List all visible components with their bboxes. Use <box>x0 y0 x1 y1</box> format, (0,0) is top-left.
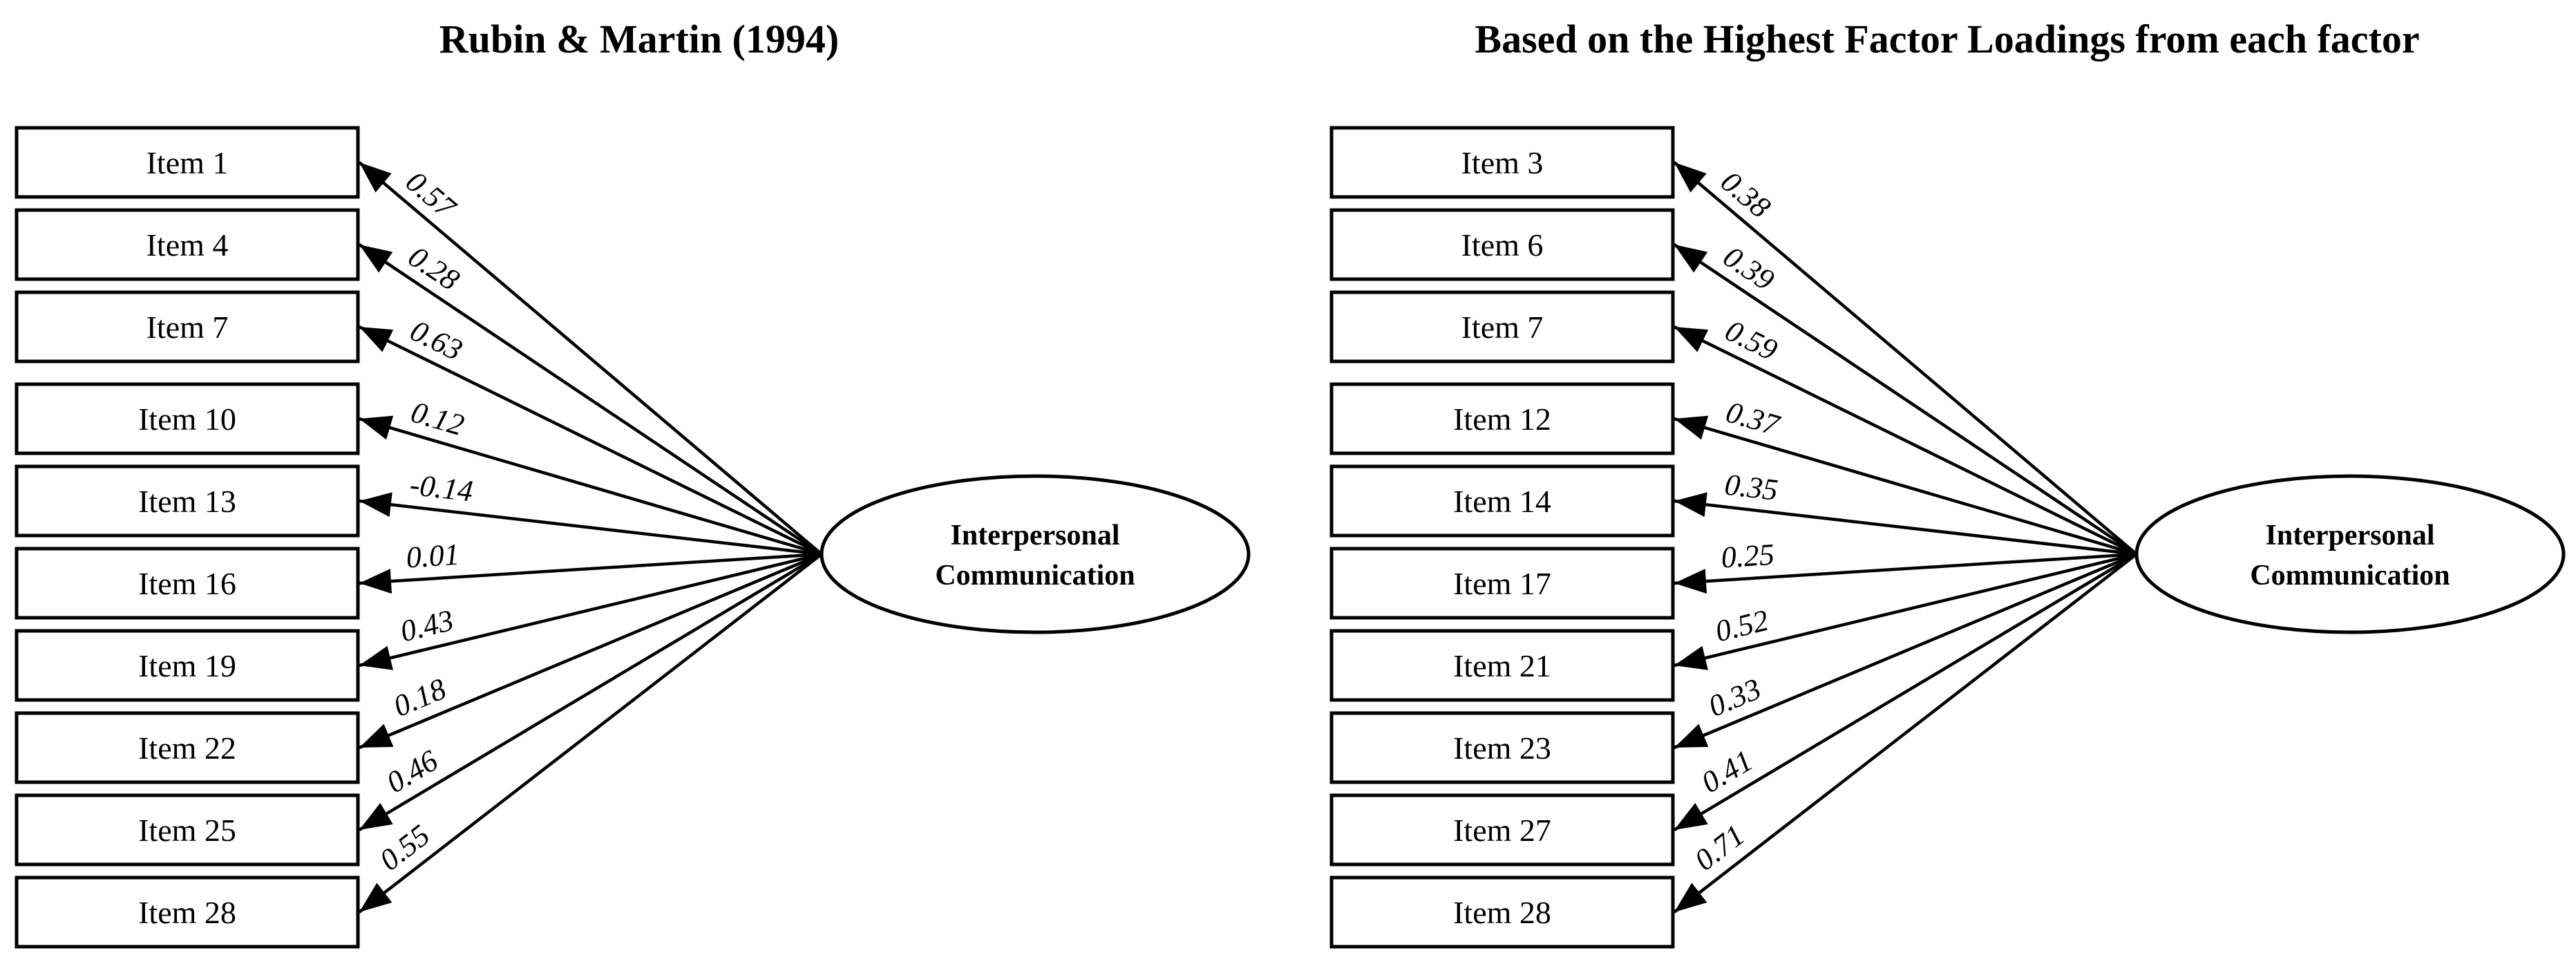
item-label-right-3: Item 12 <box>1453 401 1551 437</box>
item-label-left-8: Item 25 <box>138 813 236 848</box>
item-label-left-6: Item 19 <box>138 648 236 683</box>
latent-ellipse-left <box>820 474 1251 634</box>
item-box-left-3 <box>15 382 360 455</box>
item-label-right-8: Item 27 <box>1453 813 1551 848</box>
item-box-left-9 <box>15 875 360 949</box>
item-box-left-7 <box>15 711 360 784</box>
latent-label-line2-left: Communication <box>935 560 1135 591</box>
item-box-right-0 <box>1329 126 1675 199</box>
loading-value-right-0: 0.38 <box>1714 164 1777 225</box>
item-label-left-5: Item 16 <box>138 566 236 601</box>
diagram-right-title: Based on the Highest Factor Loadings fro… <box>1475 17 2420 61</box>
loading-arrow-left-0 <box>358 161 823 556</box>
item-box-right-2 <box>1329 290 1675 363</box>
item-box-left-4 <box>15 464 360 538</box>
loading-arrow-right-9 <box>1673 553 2138 914</box>
loading-arrow-left-6 <box>359 552 822 670</box>
loading-value-left-9: 0.55 <box>373 818 436 878</box>
loading-value-left-4: -0.14 <box>408 468 475 509</box>
item-box-right-5 <box>1329 547 1675 620</box>
ellipses-layer <box>820 474 2566 634</box>
loading-value-right-4: 0.35 <box>1723 468 1779 507</box>
loading-value-left-6: 0.43 <box>397 603 457 649</box>
item-box-right-7 <box>1329 711 1675 784</box>
loading-arrow-right-6 <box>1674 552 2137 670</box>
loading-value-right-1: 0.39 <box>1717 240 1780 297</box>
loading-value-left-7: 0.18 <box>388 672 451 723</box>
item-box-left-5 <box>15 547 360 620</box>
item-box-right-1 <box>1329 208 1675 281</box>
item-label-left-1: Item 4 <box>146 227 229 263</box>
loading-value-left-5: 0.01 <box>405 538 460 575</box>
latent-label-line2-right: Communication <box>2250 560 2450 591</box>
item-label-right-4: Item 14 <box>1453 484 1551 519</box>
item-box-left-6 <box>15 629 360 702</box>
item-label-right-6: Item 21 <box>1453 648 1551 683</box>
item-box-right-8 <box>1329 793 1675 867</box>
loading-arrow-right-2 <box>1674 325 2137 556</box>
loading-value-left-8: 0.46 <box>381 744 444 799</box>
item-box-left-2 <box>15 290 360 363</box>
item-label-left-7: Item 22 <box>138 730 236 766</box>
item-label-right-1: Item 6 <box>1461 227 1544 263</box>
loading-value-right-8: 0.41 <box>1696 744 1759 799</box>
item-box-left-0 <box>15 126 360 199</box>
item-box-left-8 <box>15 793 360 867</box>
loading-value-left-1: 0.28 <box>402 240 465 297</box>
item-label-right-7: Item 23 <box>1453 730 1551 766</box>
loading-arrow-right-0 <box>1673 161 2138 556</box>
item-label-right-0: Item 3 <box>1461 145 1544 180</box>
diagram-left-title: Rubin & Martin (1994) <box>439 17 840 61</box>
item-label-right-5: Item 17 <box>1453 566 1551 601</box>
item-box-right-4 <box>1329 464 1675 538</box>
item-label-right-2: Item 7 <box>1461 310 1544 345</box>
loading-value-right-5: 0.25 <box>1720 538 1775 575</box>
item-box-right-9 <box>1329 875 1675 949</box>
item-label-left-0: Item 1 <box>146 145 229 180</box>
loading-arrow-left-7 <box>359 552 822 750</box>
loading-arrow-right-7 <box>1674 552 2137 750</box>
loading-value-right-7: 0.33 <box>1703 672 1765 723</box>
loading-arrow-left-5 <box>359 552 822 594</box>
loading-arrow-right-4 <box>1674 492 2137 556</box>
loading-arrow-left-9 <box>358 553 823 914</box>
latent-label-line1-left: Interpersonal <box>951 520 1120 551</box>
loading-value-right-6: 0.52 <box>1712 603 1772 649</box>
loading-value-left-0: 0.57 <box>399 164 463 225</box>
item-box-right-3 <box>1329 382 1675 455</box>
loading-arrow-right-1 <box>1673 243 2138 556</box>
item-box-right-6 <box>1329 629 1675 702</box>
loading-value-right-9: 0.71 <box>1688 818 1751 878</box>
loading-arrow-left-8 <box>358 553 823 831</box>
loading-arrow-right-3 <box>1674 415 2137 556</box>
loading-arrow-right-5 <box>1674 552 2137 594</box>
latent-ellipse-right <box>2134 474 2566 634</box>
item-label-right-9: Item 28 <box>1453 895 1551 930</box>
item-label-left-2: Item 7 <box>146 310 229 345</box>
loading-value-left-2: 0.63 <box>405 313 468 367</box>
loading-arrow-right-8 <box>1673 553 2138 831</box>
loading-arrow-left-1 <box>358 243 823 556</box>
arrows-layer <box>358 161 2138 914</box>
item-box-left-1 <box>15 208 360 281</box>
item-label-left-4: Item 13 <box>138 484 236 519</box>
item-label-left-3: Item 10 <box>138 401 236 437</box>
loading-value-right-2: 0.59 <box>1720 313 1783 367</box>
loading-arrow-left-3 <box>359 415 822 556</box>
latent-label-line1-right: Interpersonal <box>2266 520 2435 551</box>
loading-arrow-left-4 <box>359 492 822 556</box>
item-label-left-9: Item 28 <box>138 895 236 930</box>
loading-arrow-left-2 <box>359 325 822 556</box>
boxes-layer <box>15 126 1675 949</box>
